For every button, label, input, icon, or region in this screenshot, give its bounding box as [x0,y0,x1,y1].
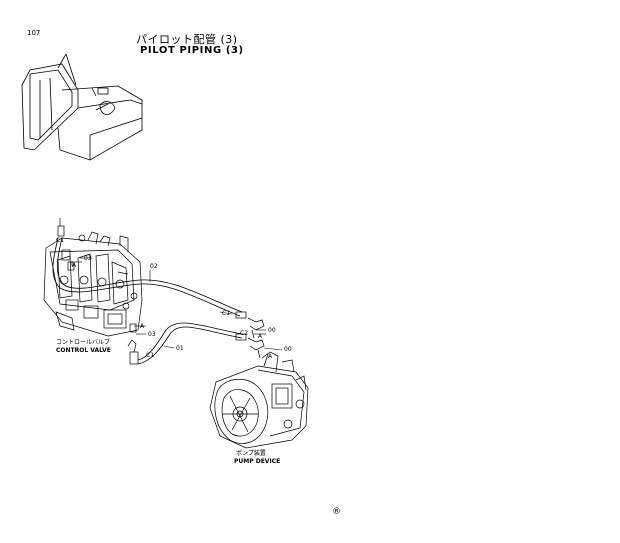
callout-00-upper: 00 [268,327,276,334]
callout-a-right: A [258,333,263,340]
pilot-hose-01 [137,322,243,365]
callout-a-mid: A [140,323,145,330]
page-number: 107 [27,29,41,37]
callout-03-mid: 03 [148,331,156,338]
callout-c2: C2 [240,330,249,337]
callout-c1-right: C1 [222,310,231,317]
callout-03-top: 03 [84,255,92,262]
page-title-en: PILOT PIPING (3) [140,45,244,56]
registered-mark: ® [332,507,341,517]
excavator-overview-sketch [21,53,143,161]
pump-device-label-en: PUMP DEVICE [234,458,281,465]
callout-02: 02 [150,263,158,270]
callout-a-lower: A [268,353,273,360]
callout-00-lower: 00 [284,346,292,353]
pump-device-label-jp: ポンプ装置 [236,450,266,457]
control-valve-label-en: CONTROL VALVE [56,347,111,354]
control-valve-drawing [43,231,143,337]
control-valve-label-jp: コントロールバルブ [56,339,111,346]
callout-c1-top: C1 [56,237,65,244]
pilot-hose-02 [52,237,243,317]
pump-device-drawing [209,351,309,449]
leader-lines [70,257,283,351]
callout-01: 01 [176,345,184,352]
callout-c1-bottom: C1 [146,352,155,359]
callout-a-top: A [72,262,77,269]
page-title-jp: パイロット配管 (3) [136,33,238,46]
